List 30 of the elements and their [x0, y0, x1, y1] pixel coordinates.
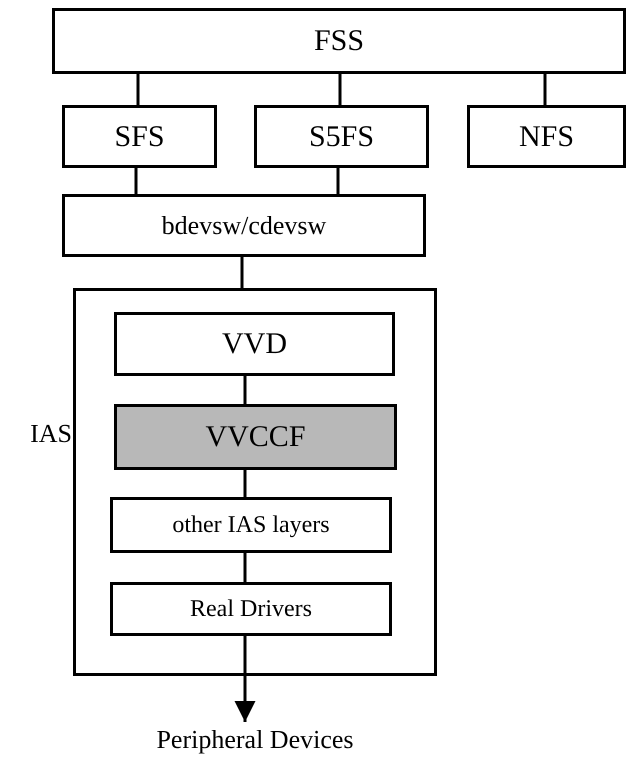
connector-line: [134, 168, 138, 194]
node-label: VVCCF: [205, 422, 306, 452]
connector-line: [240, 257, 244, 288]
layer-box: [62, 105, 217, 168]
container-label: IAS: [30, 421, 72, 447]
node-label: other IAS layers: [172, 513, 330, 537]
layer-box: [254, 105, 429, 168]
node-label: SFS: [114, 122, 165, 152]
layer-box: [110, 582, 392, 636]
node-label: NFS: [518, 122, 574, 152]
node-label: bdevsw/cdevsw: [162, 212, 326, 238]
layer-box: [110, 497, 392, 553]
connector-line: [544, 74, 546, 105]
layer-box: [467, 105, 626, 168]
layer-box: [52, 8, 626, 74]
connector-line: [244, 470, 246, 497]
layer-box: [114, 312, 395, 376]
arrow: [234, 636, 256, 722]
connector-line: [244, 376, 246, 404]
connector-line: [338, 74, 342, 105]
node-label: VVD: [222, 329, 287, 359]
node-label: Real Drivers: [190, 597, 312, 621]
connector-line: [136, 74, 140, 105]
connector-line: [336, 168, 340, 194]
node-label: Peripheral Devices: [156, 727, 354, 753]
highlighted-layer-box: [114, 404, 397, 470]
connector-line: [244, 553, 246, 582]
layer-box: [62, 194, 426, 257]
node-label: S5FS: [308, 122, 374, 152]
node-label: FSS: [314, 26, 364, 56]
